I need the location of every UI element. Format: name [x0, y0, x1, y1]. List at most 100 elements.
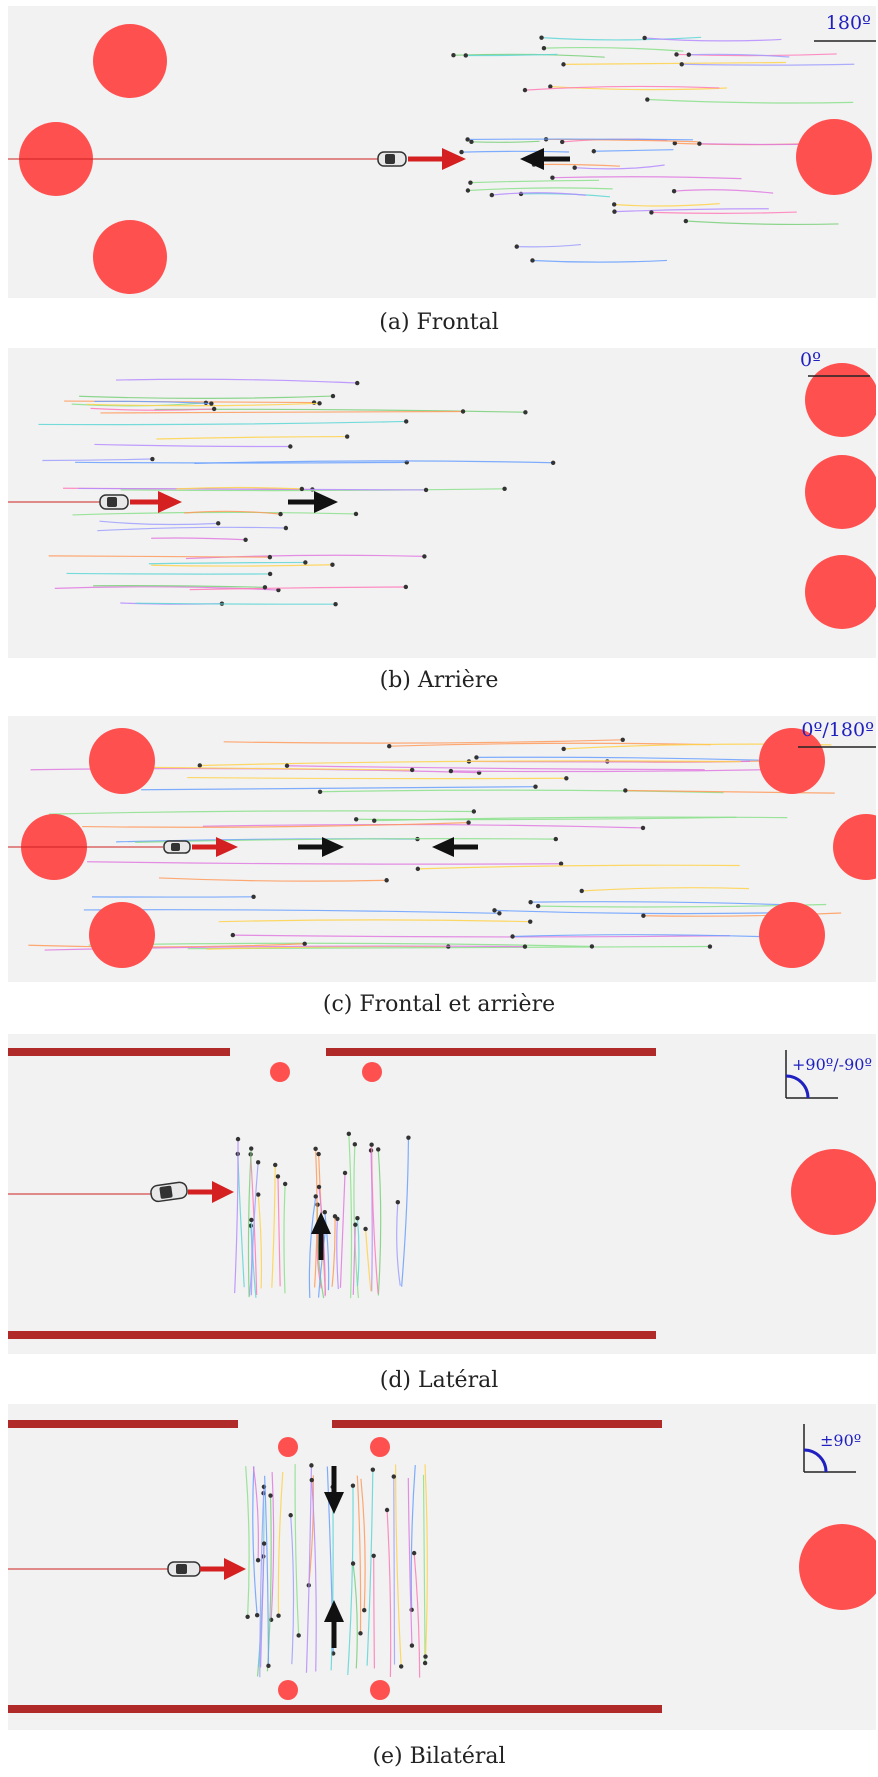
pedestrian-marker-icon [296, 1633, 301, 1638]
pedestrian-marker-icon [316, 1151, 321, 1157]
pedestrian-marker-icon [640, 825, 646, 831]
pedestrian-trail [524, 85, 720, 91]
pedestrian-trail [100, 410, 464, 414]
pedestrian-trail [264, 1475, 270, 1666]
car-icon [167, 1561, 201, 1577]
pedestrian-marker-icon [350, 1483, 356, 1488]
pedestrian-marker-icon [522, 944, 528, 949]
pedestrian-marker-icon [211, 406, 217, 412]
pedestrian-marker-icon [528, 919, 533, 924]
pedestrian-trail [386, 1509, 392, 1677]
pedestrian-marker-icon [369, 1142, 374, 1147]
pedestrian-marker-icon [276, 1613, 281, 1618]
pedestrian-marker-icon [352, 1142, 358, 1147]
pedestrian-trail [318, 1186, 326, 1297]
pedestrian-marker-icon [309, 1477, 314, 1483]
pedestrian-marker-icon [278, 511, 283, 517]
pedestrian-marker-icon [268, 1493, 273, 1498]
pedestrian-marker-icon [273, 1162, 278, 1168]
pedestrian-trail [82, 822, 469, 828]
pedestrian-trail [532, 259, 668, 263]
pedestrian-trail [120, 488, 505, 492]
pedestrian-trail [394, 1464, 402, 1667]
car-icon [377, 151, 407, 167]
crowd-arrow-icon [324, 1600, 344, 1648]
obstacle [805, 363, 876, 437]
pedestrian-marker-icon [465, 137, 470, 142]
pedestrian-marker-icon [316, 1184, 322, 1190]
pedestrian-marker-icon [276, 587, 281, 593]
scene-frontal: 180º [8, 12, 876, 294]
wall [8, 1705, 662, 1713]
obstacle [278, 1437, 298, 1457]
pedestrian-marker-icon [672, 141, 678, 146]
pedestrian-trail [401, 1137, 410, 1287]
pedestrian-trail [223, 739, 623, 744]
pedestrian-marker-icon [561, 62, 566, 67]
pedestrian-trail [194, 460, 554, 465]
pedestrian-trail [410, 1464, 416, 1610]
pedestrian-marker-icon [254, 1612, 260, 1618]
pedestrian-marker-icon [384, 878, 389, 883]
pedestrian-trail [360, 1478, 366, 1611]
pedestrian-trail [356, 1218, 360, 1287]
pedestrian-marker-icon [284, 763, 290, 768]
pedestrian-marker-icon [465, 188, 471, 193]
pedestrian-trail [352, 1563, 358, 1669]
pedestrian-marker-icon [528, 899, 533, 905]
pedestrian-marker-icon [468, 180, 473, 185]
pedestrian-marker-icon [275, 1174, 281, 1179]
pedestrian-trail [90, 407, 215, 411]
pedestrian-marker-icon [282, 1181, 288, 1187]
pedestrian-trail [250, 1219, 257, 1298]
pedestrian-marker-icon [362, 1607, 367, 1613]
pedestrian-trail [252, 1466, 259, 1561]
wall [8, 1331, 656, 1339]
pedestrian-trail [317, 1230, 327, 1298]
pedestrian-trail [366, 1469, 374, 1666]
pedestrian-marker-icon [642, 35, 647, 41]
pedestrian-marker-icon [391, 1474, 396, 1479]
pedestrian-marker-icon [346, 1131, 352, 1137]
crowd-arrow-icon [288, 491, 338, 513]
pedestrian-trail [94, 400, 212, 405]
pedestrian-trail [259, 1486, 265, 1678]
pedestrian-trail [259, 1543, 265, 1668]
pedestrian-marker-icon [548, 84, 553, 89]
pedestrian-marker-icon [288, 1513, 293, 1518]
pedestrian-marker-icon [256, 1192, 261, 1197]
pedestrian-marker-icon [353, 511, 359, 517]
pedestrian-trail [644, 37, 782, 42]
pedestrian-trail [331, 1216, 336, 1287]
pedestrian-trail [364, 1228, 372, 1292]
pedestrian-marker-icon [299, 486, 305, 492]
pedestrian-marker-icon [579, 888, 584, 894]
obstacle [805, 455, 876, 529]
pedestrian-marker-icon [251, 894, 256, 900]
pedestrian-trail [252, 1466, 258, 1616]
pedestrian-trail [42, 458, 153, 462]
pedestrian-marker-icon [370, 1467, 376, 1472]
pedestrian-trail [72, 511, 357, 516]
car-arrow-icon [188, 1181, 234, 1203]
pedestrian-trail [294, 1464, 300, 1636]
pedestrian-marker-icon [697, 141, 702, 146]
pedestrian-trail [28, 943, 305, 948]
crowd-arrow-icon [311, 1212, 331, 1260]
pedestrian-marker-icon [649, 210, 654, 215]
pedestrian-marker-icon [535, 903, 541, 909]
pedestrian-trail [450, 768, 803, 773]
pedestrian-trail [625, 789, 835, 794]
pedestrian-marker-icon [243, 537, 248, 542]
angle-label: ±90º [820, 1431, 861, 1450]
pedestrian-trail [465, 53, 558, 57]
pedestrian-trail [491, 192, 586, 196]
pedestrian-marker-icon [245, 1614, 250, 1619]
pedestrian-trail [48, 555, 270, 558]
pedestrian-trail [396, 1202, 401, 1286]
pedestrian-trail [533, 163, 621, 167]
pedestrian-marker-icon [539, 35, 544, 40]
pedestrian-marker-icon [248, 1223, 254, 1228]
obstacle [370, 1680, 390, 1700]
pedestrian-marker-icon [612, 209, 617, 214]
